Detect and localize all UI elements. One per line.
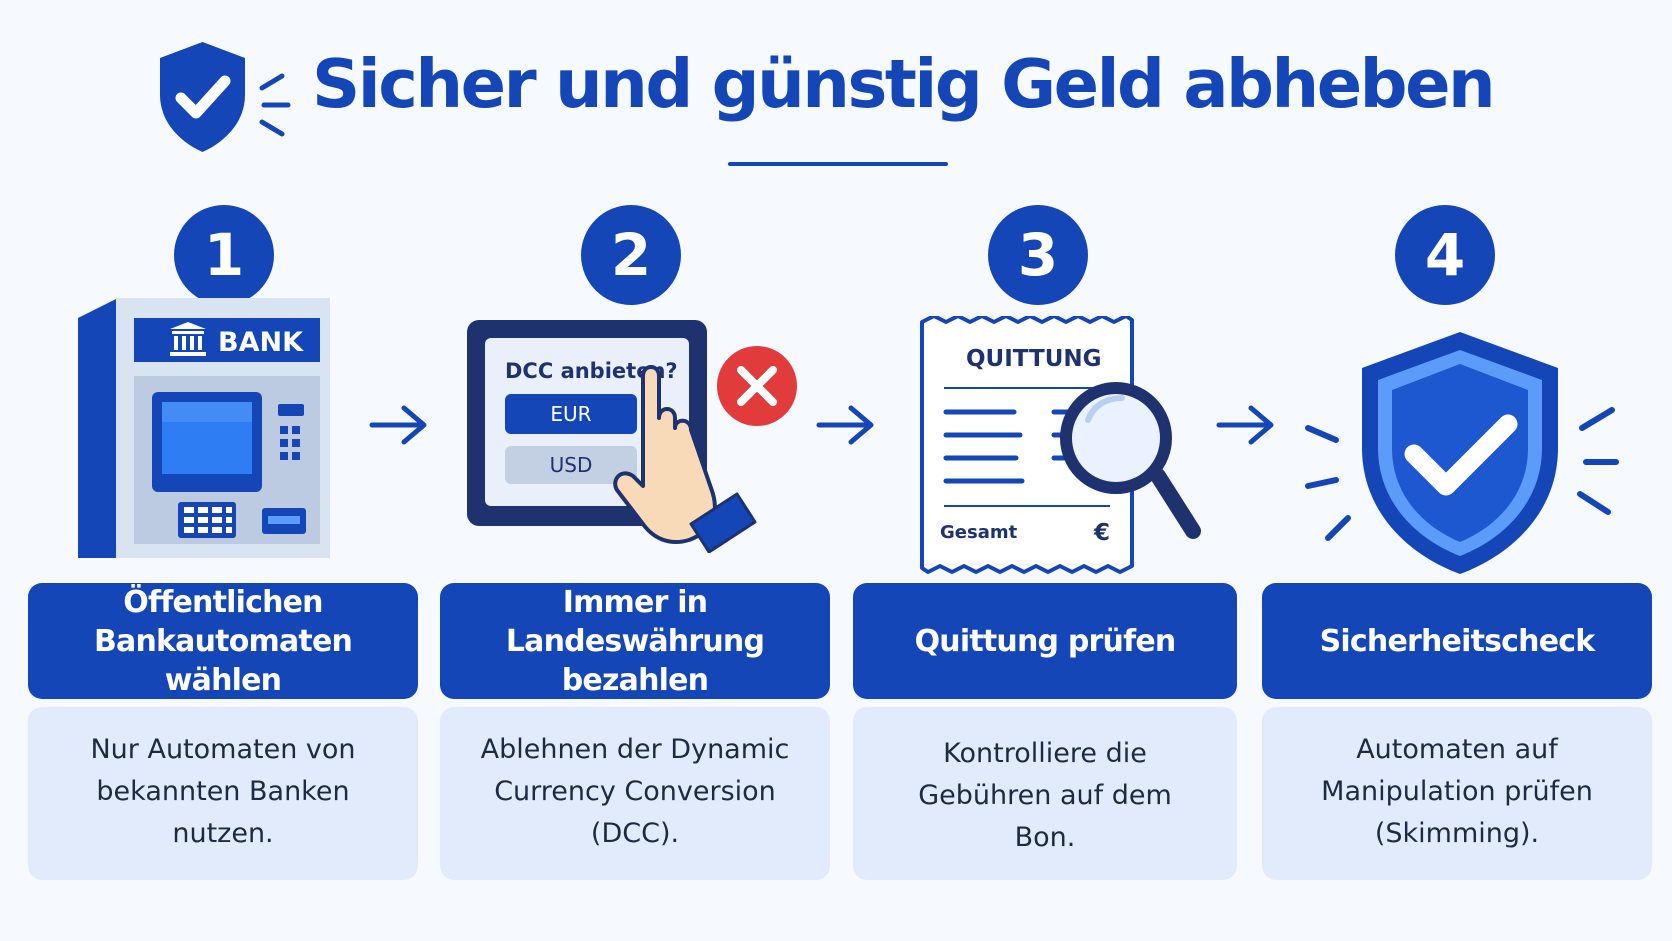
step-description-2: Ablehnen der Dynamic Currency Conversion… xyxy=(440,707,830,880)
page-title: Sicher und günstig Geld abheben xyxy=(312,45,1496,123)
atm-icon: BANK xyxy=(78,298,330,558)
header: Sicher und günstig Geld abheben xyxy=(0,0,1672,180)
rays-icon xyxy=(259,73,291,137)
hand-icon xyxy=(613,365,757,553)
security-shield-icon xyxy=(1305,332,1619,574)
receipt-total-label: Gesamt xyxy=(940,522,1018,543)
option-usd-label: USD xyxy=(550,453,593,477)
step-description-4: Automaten auf Manipulation prüfen (Skimm… xyxy=(1262,707,1652,880)
option-eur-label: EUR xyxy=(550,402,591,426)
sparkle-rays-icon xyxy=(1305,407,1619,541)
step-title-1: Öffentlichen Bankautomaten wählen xyxy=(28,583,418,699)
arrow-right-icon xyxy=(1216,405,1274,445)
shield-check-icon xyxy=(160,42,245,152)
step-number-3: 3 xyxy=(988,205,1088,305)
dcc-screen-icon: DCC anbieten? EUR USD xyxy=(467,320,797,553)
bank-building-icon xyxy=(170,322,206,356)
option-eur-button xyxy=(505,394,637,434)
title-underline xyxy=(728,162,948,166)
step-description-1: Nur Automaten von bekannten Banken nutze… xyxy=(28,707,418,880)
receipt-title: QUITTUNG xyxy=(966,346,1102,372)
step-number-4: 4 xyxy=(1395,205,1495,305)
magnifier-icon xyxy=(1060,382,1201,539)
step-title-3: Quittung prüfen xyxy=(853,583,1237,699)
arrow-right-icon xyxy=(816,405,874,445)
step-title-4: Sicherheitscheck xyxy=(1262,583,1652,699)
receipt-magnifier-icon: QUITTUNG Gesamt € xyxy=(920,316,1201,574)
option-usd-button xyxy=(505,446,637,484)
atm-bank-label: BANK xyxy=(218,327,304,358)
arrow-right-icon xyxy=(369,405,427,445)
step-description-3: Kontrolliere die Gebühren auf dem Bon. xyxy=(853,707,1237,880)
receipt-currency: € xyxy=(1093,520,1110,546)
step-title-2: Immer in Landeswährung bezahlen xyxy=(440,583,830,699)
step-number-2: 2 xyxy=(581,205,681,305)
reject-x-icon xyxy=(717,346,797,426)
step-number-1: 1 xyxy=(174,205,274,305)
